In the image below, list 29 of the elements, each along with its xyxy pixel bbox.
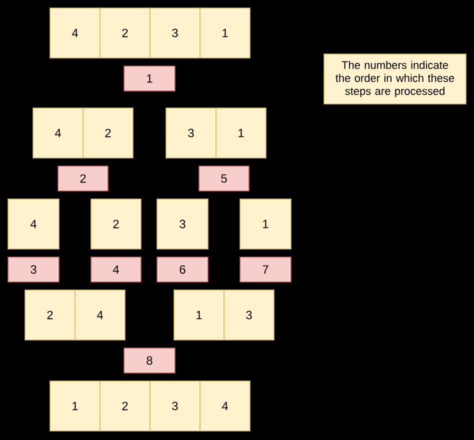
step-box: 2 [58, 166, 108, 192]
array-cell: 2 [24, 290, 76, 340]
step-box: 5 [198, 166, 250, 192]
array-cell: 2 [100, 8, 150, 58]
array-cell: 1 [200, 8, 250, 58]
array-cell: 4 [200, 380, 250, 432]
array-cell: 3 [150, 380, 200, 432]
step-box: 1 [124, 66, 176, 92]
array-cell: 2 [82, 108, 134, 158]
array-cell: 3 [166, 108, 216, 158]
note-box: The numbers indicate the order in which these steps are processed [324, 54, 466, 104]
step-box: 6 [156, 256, 208, 282]
array-cell: 1 [174, 290, 224, 340]
array-cell: 3 [150, 8, 200, 58]
array-cell: 1 [50, 380, 100, 432]
array-cell: 4 [8, 198, 60, 250]
step-box: 8 [124, 348, 176, 374]
array-cell: 2 [100, 380, 150, 432]
array-cell: 4 [32, 108, 84, 158]
step-box: 4 [90, 256, 142, 282]
array-cell: 1 [216, 108, 266, 158]
step-box: 7 [240, 256, 292, 282]
array-cell: 3 [224, 290, 274, 340]
step-box: 3 [8, 256, 60, 282]
array-cell: 4 [74, 290, 126, 340]
array-cell: 2 [90, 198, 142, 250]
array-cell: 3 [156, 198, 208, 250]
array-cell: 1 [240, 198, 292, 250]
array-cell: 4 [50, 8, 100, 58]
